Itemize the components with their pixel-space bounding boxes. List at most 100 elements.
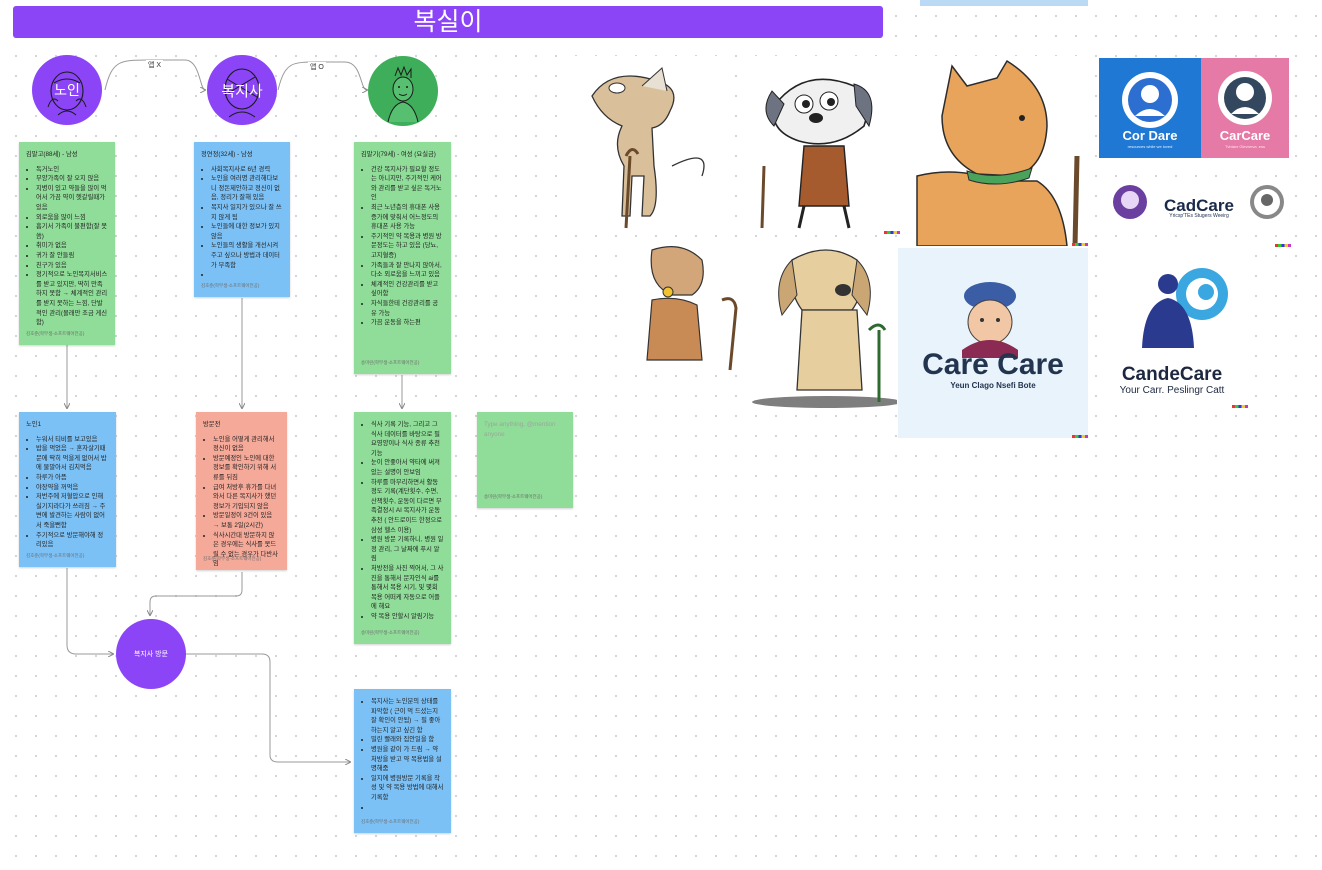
note-title: 노인1 xyxy=(26,421,42,428)
dog-image-3[interactable] xyxy=(897,56,1089,246)
list-item: 하루가 아픔 xyxy=(36,473,109,483)
list-item: 처방전을 사진 찍어서, 그 사진을 통해서 문자인식 ai를 통해서 복용 시… xyxy=(371,564,444,612)
old-dog-with-cane-icon xyxy=(591,67,705,229)
logo-3-subtext: Yricsp'TEs Stugers Weeirg xyxy=(1169,213,1229,219)
caregiver-logo-icon xyxy=(1122,72,1178,128)
edge-worker-scenario-to-visit xyxy=(150,572,243,615)
young-man-face-sketch-icon xyxy=(387,65,419,123)
sticky-worker-profile[interactable]: 정연정(32세) - 남성 사회복지사로 6년 경력 노인을 여러명 관리해다보… xyxy=(194,142,290,297)
list-item: 귀가 잘 안들림 xyxy=(36,251,108,261)
list-item: 노인들에 대한 정보가 있지 않음 xyxy=(211,222,283,241)
dog-image-4[interactable] xyxy=(622,240,742,374)
edge-elder-scenario-to-visit xyxy=(66,568,113,654)
logo-card-5[interactable]: CandeCare Your Carr. Peslingr Catt xyxy=(1098,248,1246,408)
sticky-elder-scenario[interactable]: 노인1 누워서 티비를 보고있음 밥을 먹었음 → 혼자살기때문에 딱히 먹을게… xyxy=(19,412,116,567)
dog-image-2[interactable] xyxy=(744,56,904,234)
list-item: 주기적으로 방문해야해 정리있음 xyxy=(36,531,109,550)
note-list: 노인을 어떻게 관리해서 정신이 없음 방문예정인 노인에 대한 정보를 확인하… xyxy=(203,435,280,569)
note-title: 김말고(88세) - 남성 xyxy=(26,151,78,158)
list-item: 흡기서 가족이 불편함(잘 못씀) xyxy=(36,222,108,241)
list-item xyxy=(371,803,444,813)
logo-card-3[interactable]: CadCare Yricsp'TEs Stugers Weeirg xyxy=(1107,180,1289,226)
note-list: 건강 복지사가 필요할 정도는 아니지만, 주기적인 케어와 관리를 받고 싶은… xyxy=(361,165,444,328)
image-selection-mark xyxy=(884,231,900,234)
persona-worker[interactable]: 복지사 xyxy=(207,55,277,125)
note-title: 방문전 xyxy=(203,421,221,428)
visit-node-label: 복지사 방문 xyxy=(133,651,169,658)
visit-node[interactable]: 복지사 방문 xyxy=(116,619,186,689)
note-placeholder[interactable]: Type anything, @mention anyone xyxy=(484,421,556,438)
cartoon-dog-with-cane-icon xyxy=(760,78,873,229)
social-worker-face-sketch-icon xyxy=(224,68,260,118)
list-item: 자식들한테 건강관리를 공유 가능 xyxy=(371,299,444,318)
image-selection-mark xyxy=(1232,405,1248,408)
sticky-elder-profile[interactable]: 김말고(88세) - 남성 독거노인 부양가족이 잘 오지 않음 지병이 있고 … xyxy=(19,142,115,345)
scruffy-dog-with-cane-icon xyxy=(646,246,738,371)
list-item: 노인들의 생활을 개선시켜 주고 싶으나 방법과 데이터가 부족함 xyxy=(211,241,283,270)
list-item: 야장약을 꺼먹음 xyxy=(36,483,109,493)
logo-4-subtext: Yeun Clago Nsefi Bote xyxy=(950,381,1036,390)
list-item: 외로움을 많이 느낌 xyxy=(36,213,108,223)
sticky-visit-note[interactable]: 복지사는 노인분의 상태를 파악함 ( 근이 먹 드셨는지 잘 확인이 안됨) … xyxy=(354,689,451,833)
board-title[interactable]: 복실이 xyxy=(13,6,883,38)
sticky-youth-scenario[interactable]: 식사 기록 기능, 그리고 그 식사 데이터를 바탕으로 필요영양이나 식사 종… xyxy=(354,412,451,644)
list-item: 최근 노년층의 휴대폰 사용 증가에 맞춰서 어느정도의 휴대폰 사용 가능 xyxy=(371,203,444,232)
logo-5-text: CandeCare xyxy=(1121,364,1223,385)
list-item: 병원을 같이 가 드림 → 약 처방을 받고 약 복용법을 설명해줌 xyxy=(371,745,444,774)
note-author: 김호준(학부생-소프트웨어전공) xyxy=(26,553,85,559)
list-item: 하루를 마무리하면서 활동 정도 기록(계단횟수, 수면, 산책횟수, 운동이 … xyxy=(371,478,444,536)
list-item: 밥을 먹었음 → 혼자살기때문에 딱히 먹을게 없어서 밥에 물말아서 김치먹음 xyxy=(36,444,109,473)
note-title: 김말기(79세) - 여성 (요실금) xyxy=(361,151,436,158)
list-item: 사회복지사로 6년 경력 xyxy=(211,165,283,175)
note-list: 독거노인 부양가족이 잘 오지 않음 지병이 있고 약들을 많이 먹어서 가끔 … xyxy=(26,165,108,328)
list-item: 건강 복지사가 필요할 정도는 아니지만, 주기적인 케어와 관리를 받고 싶은… xyxy=(371,165,444,203)
persona-youth[interactable] xyxy=(368,56,438,126)
sticky-empty-note[interactable]: Type anything, @mention anyone 송미린(학부생-소… xyxy=(477,412,573,508)
logo-card-2[interactable]: CarCare Tvbtavr Glevrmva .ess xyxy=(1201,58,1289,158)
image-selection-mark xyxy=(1072,435,1088,438)
list-item: 저번주에 저혈압으로 인해 실기지라다가 쓰러짐 → 주변에 발견하는 사람이 … xyxy=(36,492,109,530)
list-item: 체계적인 건강관리를 받고 싶어함 xyxy=(371,280,444,299)
logo-card-1[interactable]: Cor Dare resources while we loved xyxy=(1099,58,1201,158)
sad-dog-with-cane-icon xyxy=(752,249,897,408)
logo-card-4[interactable]: Care Care Yeun Clago Nsefi Bote xyxy=(898,248,1088,438)
list-item: 가끔 운동을 하는편 xyxy=(371,318,444,328)
note-author: 송미린(학부생-소프트웨어전공) xyxy=(484,494,543,500)
list-item: 일지에 병원방문 기록을 작성 및 약 복용 방법에 대해서 기록함 xyxy=(371,774,444,803)
logo-2-text: CarCare xyxy=(1219,128,1271,143)
note-author: 김호준(학부생-소프트웨어전공) xyxy=(203,556,262,562)
image-selection-mark xyxy=(1072,243,1088,246)
logo-2-subtext: Tvbtavr Glevrmva .ess xyxy=(1224,144,1265,149)
list-item: 주기적인 약 복용과 병원 방문정도는 하고 있음 (당뇨, 고지혈증) xyxy=(371,232,444,261)
list-item: 병원 방문 기록하니, 병원 일정 관리, 그 날짜에 푸시 알림 xyxy=(371,535,444,564)
logo-1-text: Cor Dare xyxy=(1122,128,1178,143)
note-list: 누워서 티비를 보고있음 밥을 먹었음 → 혼자살기때문에 딱히 먹을게 없어서… xyxy=(26,435,109,550)
offscreen-frame-edge xyxy=(920,0,1088,6)
edge-label-with-app: 앱 O xyxy=(308,62,326,72)
list-item: 부양가족이 잘 오지 않음 xyxy=(36,174,108,184)
note-list: 식사 기록 기능, 그리고 그 식사 데이터를 바탕으로 필요영양이나 식사 종… xyxy=(361,420,444,621)
note-title: 정연정(32세) - 남성 xyxy=(201,151,253,158)
dog-image-5[interactable] xyxy=(747,240,897,410)
cadcare-logo-icon xyxy=(1113,185,1284,219)
sticky-youth-profile[interactable]: 김말기(79세) - 여성 (요실금) 건강 복지사가 필요할 정도는 아니지만… xyxy=(354,142,451,374)
note-author: 송미린(학부생-소프트웨어전공) xyxy=(361,360,420,366)
edge-visit-to-note xyxy=(186,653,350,762)
list-item: 복지사 일지가 있으나 잘 쓰지 않게 됨 xyxy=(211,203,283,222)
list-item: 복지사는 노인분의 상태를 파악함 ( 근이 먹 드셨는지 잘 확인이 안됨) … xyxy=(371,697,444,735)
list-item: 식사 기록 기능, 그리고 그 식사 데이터를 바탕으로 필요영양이나 식사 종… xyxy=(371,420,444,458)
persona-elder[interactable]: 노인 xyxy=(32,55,102,125)
list-item: 밀린 빨래와 집안일을 함 xyxy=(371,735,444,745)
logo-4-text: Care Care xyxy=(922,348,1064,381)
list-item: 누워서 티비를 보고있음 xyxy=(36,435,109,445)
note-list: 사회복지사로 6년 경력 노인을 여러명 관리해다보니 정돈제안하고 정신이 없… xyxy=(201,165,283,280)
list-item: 노인을 여러명 관리해다보니 정돈제안하고 정신이 없음, 정리가 잘해 있음 xyxy=(211,174,283,203)
sticky-worker-scenario[interactable]: 방문전 노인을 어떻게 관리해서 정신이 없음 방문예정인 노인에 대한 정보를… xyxy=(196,412,287,570)
dog-image-1[interactable] xyxy=(572,56,724,230)
list-item: 가족들과 잘 만나지 않아서, 다소 외로움을 느끼고 있음 xyxy=(371,261,444,280)
image-selection-mark xyxy=(1275,244,1291,247)
list-item xyxy=(211,270,283,280)
list-item: 취미가 없음 xyxy=(36,241,108,251)
logo-5-subtext: Your Carr. Peslingr Catt xyxy=(1119,385,1225,396)
logo-3-text: CadCare xyxy=(1164,196,1234,215)
